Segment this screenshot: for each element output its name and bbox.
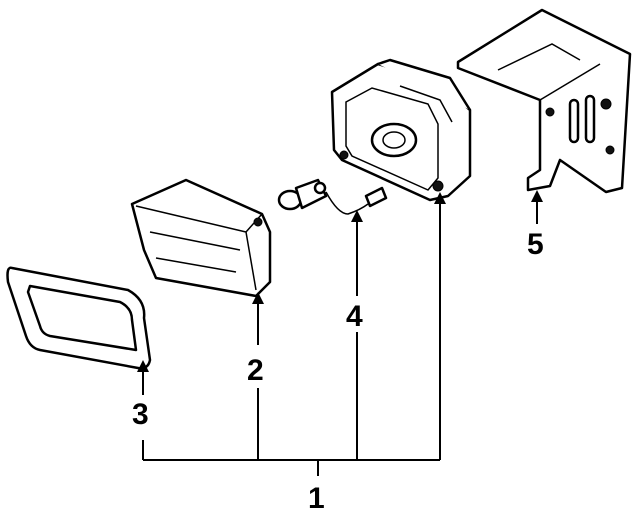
- callout-2: 2: [247, 354, 264, 387]
- callout-4: 4: [346, 300, 363, 333]
- lens-icon: [130, 178, 272, 298]
- callout-5: 5: [527, 228, 544, 261]
- leader-lines: [137, 190, 543, 476]
- callout-3: 3: [132, 398, 149, 431]
- bracket-icon: [456, 8, 632, 194]
- bezel-icon: [6, 266, 152, 370]
- bulb-icon: [277, 178, 388, 215]
- housing-icon: [330, 58, 472, 202]
- callout-1: 1: [308, 482, 325, 515]
